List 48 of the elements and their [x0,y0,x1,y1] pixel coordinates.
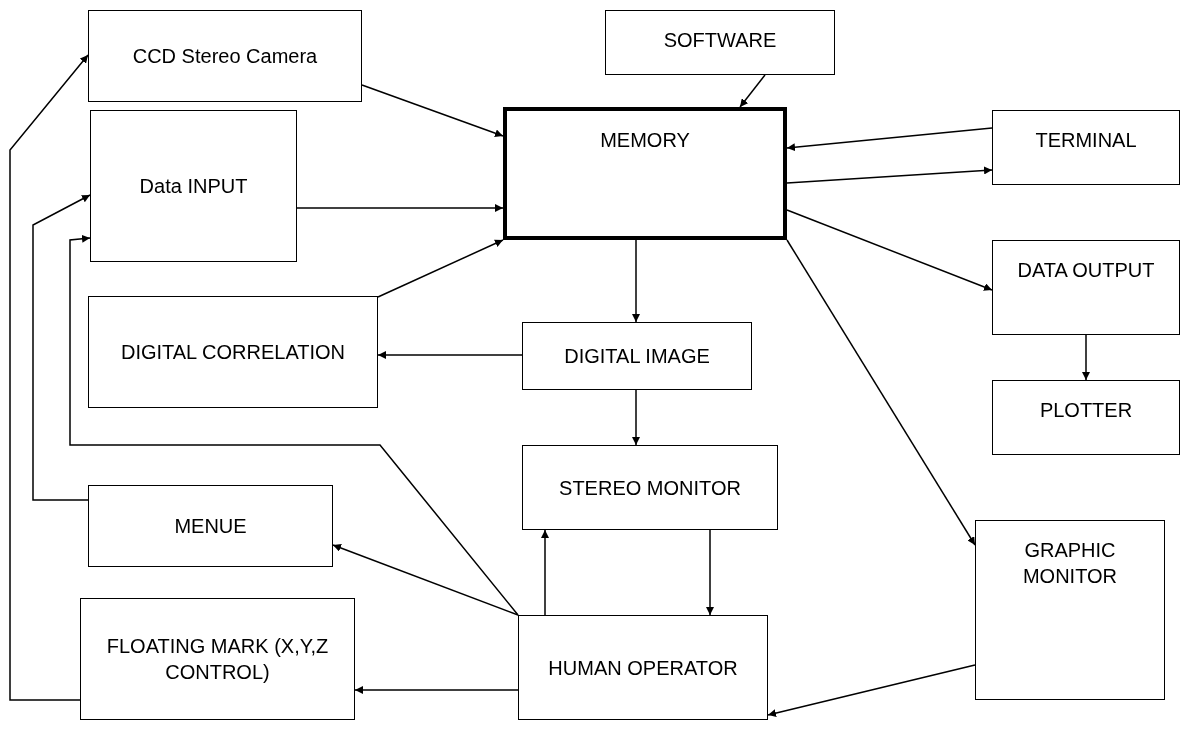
box-label: MENUE [174,514,247,539]
process-box [522,322,752,390]
arrow [361,84,504,138]
box-label: DATA OUTPUT [1017,258,1155,283]
box-label: SOFTWARE [663,28,777,53]
arrow [9,54,89,701]
arrow [354,686,519,694]
process-box [975,520,1165,700]
process-box [88,485,333,567]
process-box [992,240,1180,335]
process-box [88,10,362,102]
arrow [377,351,523,359]
arrow [69,234,519,616]
box-label: STEREO MONITOR [559,475,741,501]
box-label: DIGITAL CORRELATION [120,340,346,365]
box-label: FLOATING MARK (X,Y,Z CONTROL) [105,634,330,685]
arrow [786,127,993,152]
arrow [739,74,766,108]
process-box [518,615,768,720]
process-box [88,296,378,408]
process-box [522,445,778,530]
process-box [503,107,787,240]
process-box [605,10,835,75]
arrow [632,389,640,446]
arrow [786,239,976,546]
arrow [706,529,714,616]
box-label: GRAPHIC MONITOR [1021,538,1119,589]
arrow [296,204,504,212]
arrow [541,529,549,616]
process-box [992,380,1180,455]
box-label: Data INPUT [139,174,248,199]
box-label: HUMAN OPERATOR [548,655,738,681]
process-box [90,110,297,262]
box-label: PLOTTER [1039,398,1133,423]
box-label: MEMORY [600,128,690,153]
arrow [767,664,976,717]
box-label: CCD Stereo Camera [132,44,318,69]
process-box [992,110,1180,185]
arrow [377,239,504,298]
arrow [332,544,519,616]
process-box [80,598,355,720]
arrow [32,194,91,501]
arrow [632,239,640,323]
arrow [786,209,993,291]
arrow [786,166,993,184]
arrow [1082,334,1090,381]
box-label: DIGITAL IMAGE [564,344,710,369]
box-label: TERMINAL [1035,128,1137,153]
